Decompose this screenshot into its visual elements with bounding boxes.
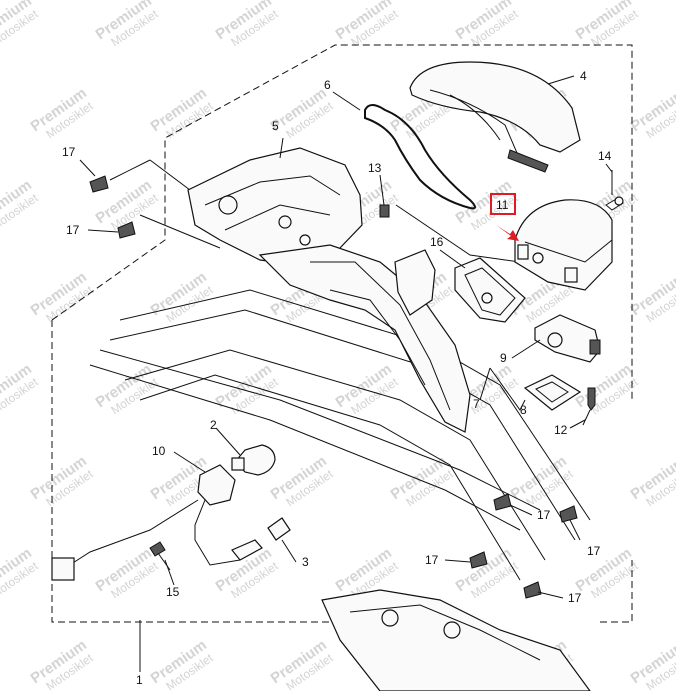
part-16-light-base — [454, 257, 526, 323]
callout-17-e: 17 — [425, 553, 439, 567]
assembly-outline — [51, 44, 633, 623]
callout-5: 5 — [272, 119, 279, 133]
callout-17-c: 17 — [537, 508, 551, 522]
part-9-socket — [534, 314, 601, 363]
callout-8: 8 — [520, 403, 527, 417]
part-17-clips — [89, 175, 578, 599]
part-10-socket-harness — [51, 464, 263, 581]
part-4-tail-light-lens — [409, 61, 581, 173]
part-11-license-light — [514, 199, 613, 291]
callout-7: 7 — [473, 397, 480, 411]
leader-lines — [79, 75, 613, 672]
part-5-rear-fender — [187, 147, 363, 266]
callout-15: 15 — [166, 585, 180, 599]
part-2-bulb — [231, 444, 276, 476]
callout-16: 16 — [430, 235, 444, 249]
part-8-pad — [523, 374, 582, 411]
callout-3: 3 — [302, 555, 309, 569]
callout-13: 13 — [368, 161, 382, 175]
callout-17-a: 17 — [62, 145, 76, 159]
part-13-clip — [379, 204, 390, 218]
part-12-screw — [582, 387, 596, 426]
callout-17-b: 17 — [66, 223, 80, 237]
callout-14: 14 — [598, 149, 612, 163]
callout-1: 1 — [136, 673, 143, 687]
callout-10: 10 — [152, 444, 166, 458]
callout-12: 12 — [554, 423, 568, 437]
part-14-screw — [605, 170, 624, 211]
callout-11-highlight-box — [490, 193, 516, 215]
lower-fender — [321, 589, 591, 691]
callout-17-d: 17 — [587, 544, 601, 558]
callout-4: 4 — [580, 69, 587, 83]
callout-17-f: 17 — [568, 591, 582, 605]
highlight-arrow — [496, 225, 519, 241]
callout-2: 2 — [210, 418, 217, 432]
license-bracket — [258, 244, 471, 433]
part-6-gasket — [364, 104, 476, 210]
callout-6: 6 — [324, 78, 331, 92]
callout-9: 9 — [500, 351, 507, 365]
part-3-small-bulb — [267, 517, 291, 541]
callout-11: 11 — [496, 198, 509, 212]
